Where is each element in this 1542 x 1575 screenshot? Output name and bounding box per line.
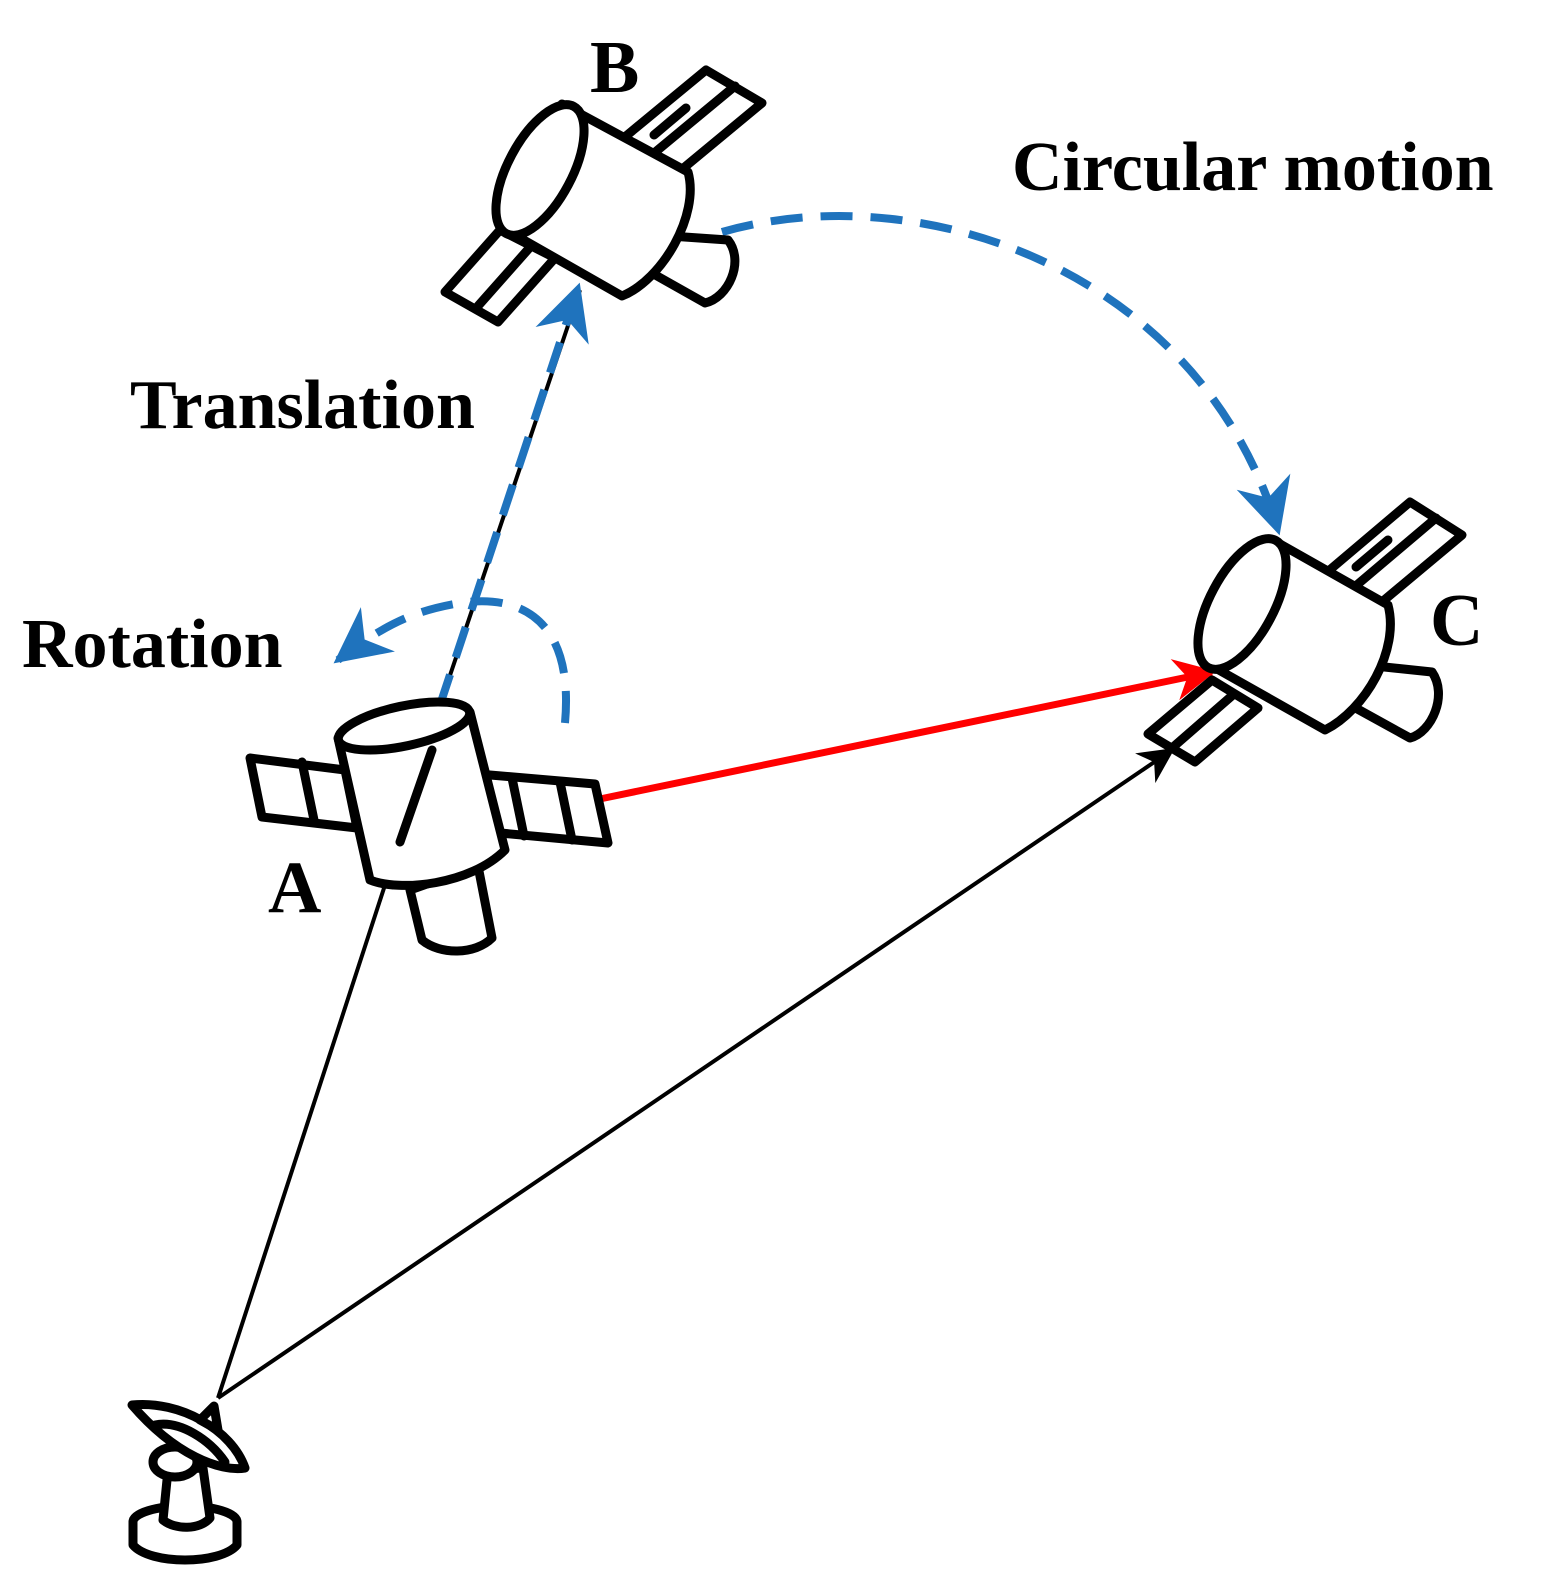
satellite-c [1143,497,1467,767]
circular-motion-arrow [720,212,1291,536]
ground-station [127,1399,250,1565]
satellite-b [440,65,767,327]
rotation-arrow [333,597,571,724]
label-translation: Translation [130,367,475,444]
label-c: C [1430,580,1483,662]
link-station-to-a [216,884,387,1399]
satellite-a [245,697,613,956]
label-a: A [268,847,321,929]
translation-arrow [436,282,589,707]
link-station-to-c [216,747,1175,1400]
label-circular-motion: Circular motion [1012,129,1494,206]
label-b: B [590,27,639,109]
relative-vector-a-to-c [594,659,1217,804]
label-rotation: Rotation [22,606,283,683]
